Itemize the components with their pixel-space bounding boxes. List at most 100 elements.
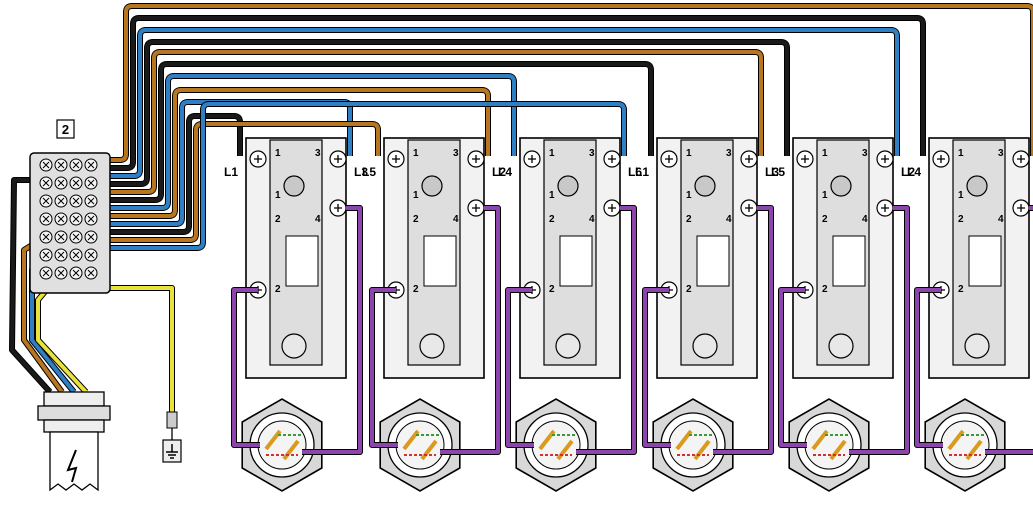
screw-slot [72,161,80,169]
screw-cross [665,155,673,163]
screw-slot [42,197,50,205]
phase-label-left: L4 [498,165,512,179]
gland-wire [10,178,52,394]
element-plate [257,420,307,470]
element-plate [395,420,445,470]
screw-slot [57,179,65,187]
thermostat-dial-icon [557,175,579,197]
thermostat-dial-icon [694,175,716,197]
pin-label: 3 [726,148,732,159]
screw-slot [72,215,80,223]
screw-slot [57,269,65,277]
screw-cross [1017,204,1025,212]
feed-wire [110,114,242,234]
screw-cross [608,155,616,163]
pin-label: 1 [413,148,419,159]
screw-cross [1017,155,1025,163]
screw-slot [42,179,50,187]
thermostat-dial-icon [283,175,305,197]
feed-wire [110,88,490,218]
pin-label: 2 [549,214,555,225]
pin-label: 3 [998,148,1004,159]
screw-slot [42,269,50,277]
phase-label-left: L1 [635,165,649,179]
element-wire [370,206,500,454]
element-wire [915,206,1033,454]
terminal-block: 2 [29,119,111,294]
pin-label: 2 [413,214,419,225]
feed-wire [110,74,516,210]
feed-wire [110,4,1033,162]
element-wire [779,206,909,454]
phase-label-right: L2 [901,165,915,179]
adjust-knob-icon [281,333,307,359]
screw-slot [72,197,80,205]
pin-label: 1 [275,148,281,159]
element-plate [804,420,854,470]
pin-label: 2 [275,284,281,295]
phase-label-right: L3 [354,165,368,179]
rating-plate [832,235,866,287]
element-wire [643,206,773,454]
pin-label: 1 [549,148,555,159]
phase-label-left: L5 [771,165,785,179]
pin-label: 1 [958,148,964,159]
screw-slot [72,179,80,187]
adjust-knob-icon [828,333,854,359]
feed-wire [110,16,925,170]
pin-label: 1 [686,148,692,159]
pin-label: 1 [822,148,828,159]
screw-slot [42,251,50,259]
phase-label-right: L2 [492,165,506,179]
pin-label: 3 [862,148,868,159]
element-plate [668,420,718,470]
pin-label: 2 [958,214,964,225]
screw-slot [87,269,95,277]
feed-wire [110,102,626,250]
screw-cross [334,155,342,163]
pin-label: 2 [822,214,828,225]
screw-slot [57,233,65,241]
screw-slot [87,161,95,169]
element-plate [531,420,581,470]
screw-slot [57,215,65,223]
phase-label-right: L3 [765,165,779,179]
thermostat-dial-icon [421,175,443,197]
heater-link [538,429,556,451]
screw-slot [72,269,80,277]
adjust-knob-icon [692,333,718,359]
pin-label: 2 [686,214,692,225]
pin-label: 1 [275,190,281,201]
terminal-screws [39,158,98,280]
pin-label: 1 [686,190,692,201]
pin-label: 2 [958,284,964,295]
element-wire [232,206,362,454]
pin-label: 4 [589,214,595,225]
screw-cross [528,155,536,163]
terminal-block-label: 2 [62,122,69,137]
pin-label: 4 [453,214,459,225]
screw-slot [57,197,65,205]
screw-slot [57,161,65,169]
pin-label: 1 [413,190,419,201]
pin-label: 3 [315,148,321,159]
screw-cross [745,204,753,212]
feed-wire [110,50,763,194]
ground-wire-outline [108,285,175,412]
feed-wire [110,62,653,202]
power-lightning-icon [66,449,78,483]
thermostat-dial-icon [830,175,852,197]
screw-slot [87,197,95,205]
pin-label: 4 [998,214,1004,225]
element-wire [506,206,636,454]
pin-label: 2 [822,284,828,295]
screw-cross [937,155,945,163]
screw-slot [87,233,95,241]
pin-label: 1 [822,190,828,201]
phase-label-left: L4 [907,165,921,179]
